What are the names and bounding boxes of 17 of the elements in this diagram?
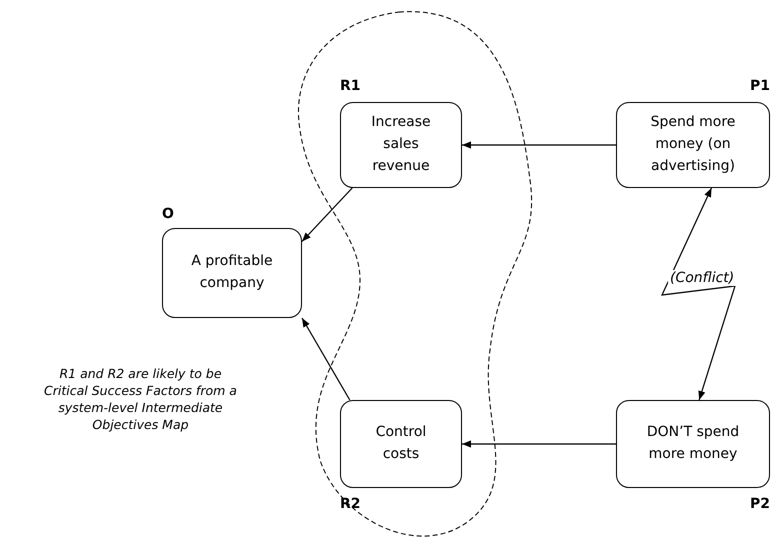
note-text: R1 and R2 are likely to be Critical Success Factors from a system-level Intermediate Objectives Map bbox=[43, 366, 238, 434]
arrow bbox=[301, 318, 350, 400]
node-heading: P1 bbox=[750, 78, 770, 94]
arrow bbox=[661, 188, 736, 400]
node-heading: R1 bbox=[340, 78, 361, 94]
arrow bbox=[462, 141, 616, 149]
edge-label: (Conflict) bbox=[668, 270, 736, 286]
node-text: A profitable company bbox=[190, 252, 274, 293]
arrow bbox=[302, 188, 353, 242]
node-text: DON’T spend more money bbox=[646, 423, 740, 464]
node-heading: R2 bbox=[340, 496, 361, 512]
node-text: Increase sales revenue bbox=[370, 113, 432, 176]
node-text: Control costs bbox=[374, 423, 428, 464]
node-heading: O bbox=[162, 206, 174, 222]
node-text: Spend more money (on advertising) bbox=[650, 113, 736, 176]
arrow bbox=[462, 440, 616, 448]
node-heading: P2 bbox=[750, 496, 770, 512]
